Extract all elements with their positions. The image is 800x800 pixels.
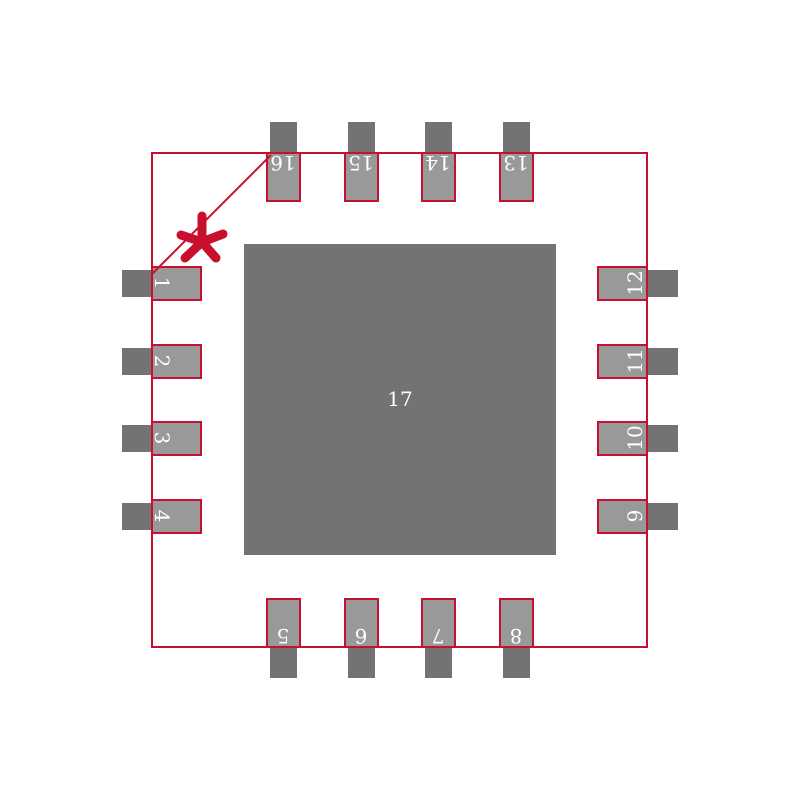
pin-3: 3 (122, 421, 202, 456)
pin-5-label: 5 (277, 624, 290, 648)
pin-5: 5 (266, 598, 301, 678)
pin-8-label: 8 (510, 624, 523, 648)
pin-10-label: 10 (623, 425, 647, 450)
pin1-chamfer-line (151, 154, 272, 275)
package-outline (151, 152, 648, 648)
pin-2-label: 2 (150, 355, 174, 368)
pin-7: 7 (421, 598, 456, 678)
pin-9-label: 9 (623, 510, 647, 523)
thermal-pad-label: 17 (387, 387, 412, 411)
pin-6: 6 (344, 598, 379, 678)
pin-3-label: 3 (150, 432, 174, 445)
pin-1: 1 (122, 266, 202, 301)
pin-13: 13 (499, 122, 534, 202)
pin-6-label: 6 (355, 624, 368, 648)
pin-13-label: 13 (503, 151, 528, 175)
pin-14: 14 (421, 122, 456, 202)
pin-16: 16 (266, 122, 301, 202)
pin-14-label: 14 (425, 151, 450, 175)
asterisk-pin1-marker-icon (176, 211, 228, 263)
pin-11-label: 11 (623, 348, 647, 373)
pin-7-label: 7 (432, 624, 445, 648)
pin-15-label: 15 (348, 151, 373, 175)
pin-10: 10 (597, 421, 678, 456)
pin-2: 2 (122, 344, 202, 379)
pin-15: 15 (344, 122, 379, 202)
pin-4: 4 (122, 499, 202, 534)
thermal-pad: 17 (244, 244, 556, 555)
pin-16-label: 16 (270, 151, 295, 175)
pin-12-label: 12 (623, 270, 647, 295)
pin-9: 9 (597, 499, 678, 534)
pin-12: 12 (597, 266, 678, 301)
pin-8: 8 (499, 598, 534, 678)
pin-11: 11 (597, 344, 678, 379)
pin-1-label: 1 (150, 277, 174, 290)
pin-4-label: 4 (150, 510, 174, 523)
